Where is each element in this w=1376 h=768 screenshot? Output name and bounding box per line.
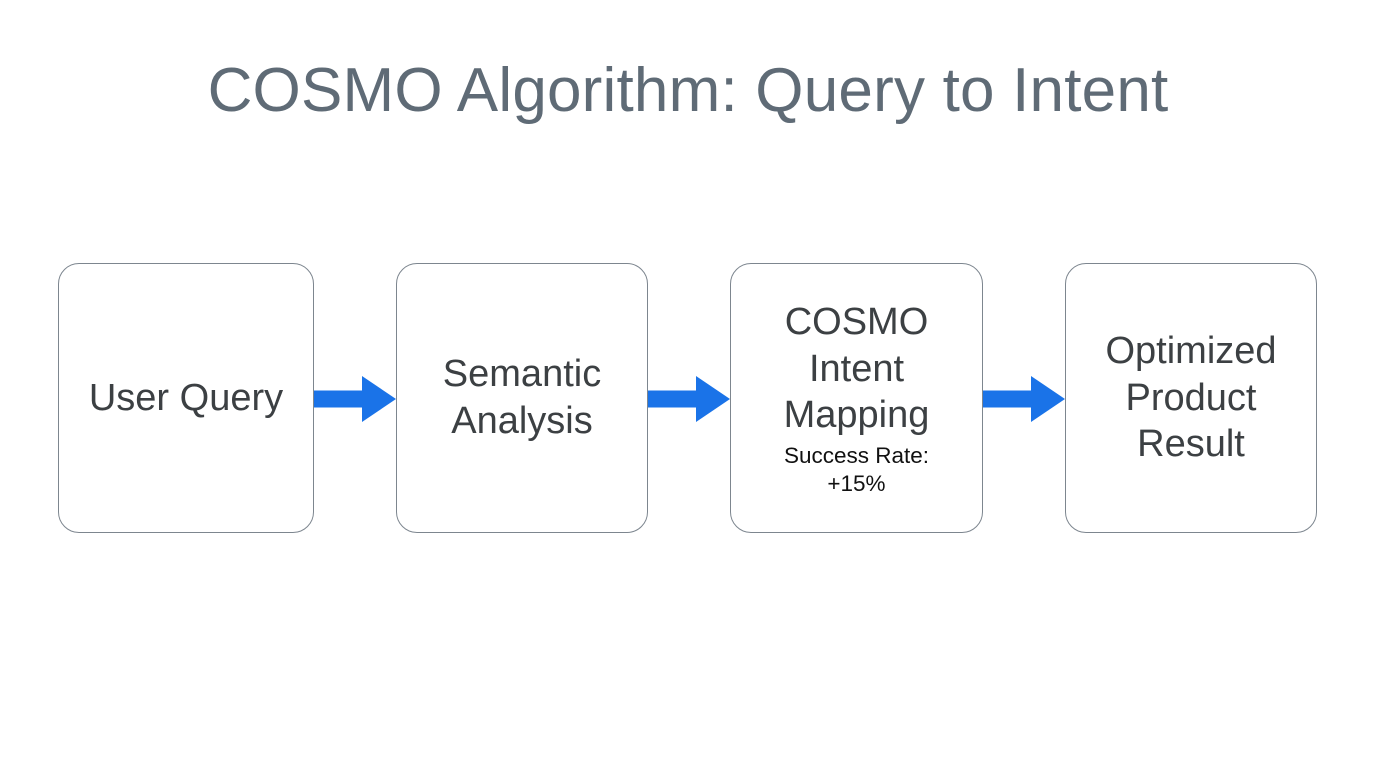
right-arrow-icon [314, 376, 396, 422]
right-arrow-icon [983, 376, 1065, 422]
flow-node-cosmo-intent-mapping[interactable]: COSMO Intent Mapping Success Rate: +15% [730, 263, 983, 533]
flow-node-optimized-product-result[interactable]: Optimized Product Result [1065, 263, 1317, 533]
flow-node-semantic-analysis[interactable]: Semantic Analysis [396, 263, 648, 533]
flow-node-label: Semantic Analysis [442, 353, 602, 442]
right-arrow-icon [648, 376, 730, 422]
flow-diagram: User Query Semantic Analysis COSMO Inten… [58, 263, 1317, 533]
page-title: COSMO Algorithm: Query to Intent [207, 56, 1169, 125]
flow-node-label: Optimized Product Result [1105, 329, 1277, 466]
flow-node-label: User Query [88, 376, 284, 419]
flow-node-label: COSMO Intent Mapping [783, 300, 930, 437]
flow-node-metric: Success Rate: +15% [783, 443, 930, 496]
flow-node-user-query[interactable]: User Query [58, 263, 314, 533]
